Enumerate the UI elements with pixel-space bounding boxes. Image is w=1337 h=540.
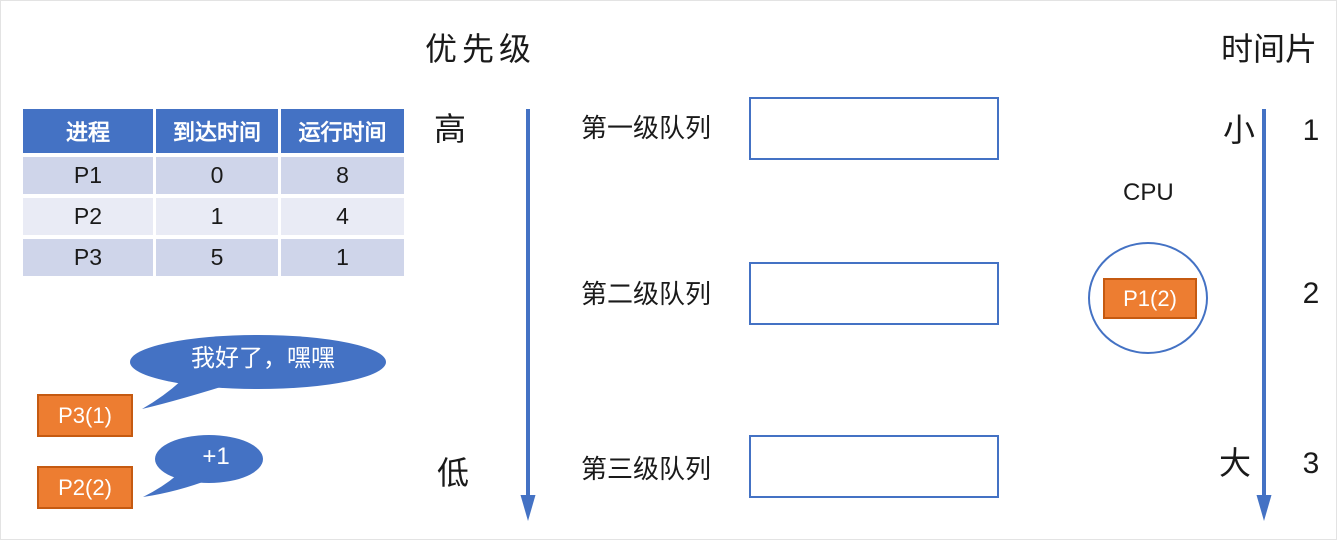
speech-bubble-icon bbox=[130, 335, 386, 409]
table-header-process: 进程 bbox=[23, 109, 153, 153]
queue-1-label: 第一级队列 bbox=[581, 113, 712, 143]
speech-bubble-small-icon bbox=[143, 435, 263, 497]
cpu-label: CPU bbox=[1123, 179, 1174, 206]
timeslice-value-1: 1 bbox=[1302, 114, 1320, 147]
table-cell-p3-run: 1 bbox=[281, 239, 404, 276]
cpu-running-process-chip: P1(2) bbox=[1103, 278, 1197, 319]
table-cell-p1-arrival: 0 bbox=[156, 157, 278, 194]
table-cell-p1-name: P1 bbox=[23, 157, 153, 194]
priority-arrow-down-icon bbox=[520, 109, 536, 521]
queue-3-box bbox=[749, 435, 999, 498]
table-cell-p1-run: 8 bbox=[281, 157, 404, 194]
queue-2-box bbox=[749, 262, 999, 325]
waiting-process-p3-chip: P3(1) bbox=[37, 394, 133, 437]
priority-axis-title: 优先级 bbox=[425, 31, 537, 67]
timeslice-value-3: 3 bbox=[1302, 447, 1320, 480]
timeslice-arrow-down-icon bbox=[1256, 109, 1272, 521]
queue-3-label: 第三级队列 bbox=[581, 454, 712, 484]
table-cell-p2-arrival: 1 bbox=[156, 198, 278, 235]
speech-bubble-text: 我好了，嘿嘿 bbox=[191, 345, 335, 372]
table-cell-p2-name: P2 bbox=[23, 198, 153, 235]
priority-low-label: 低 bbox=[437, 455, 470, 491]
priority-high-label: 高 bbox=[434, 111, 467, 147]
table-cell-p3-arrival: 5 bbox=[156, 239, 278, 276]
speech-bubble-small-text: +1 bbox=[202, 443, 230, 470]
table-header-arrival-time: 到达时间 bbox=[156, 109, 278, 153]
timeslice-large-label: 大 bbox=[1219, 445, 1252, 481]
timeslice-axis-title: 时间片 bbox=[1221, 31, 1318, 67]
table-cell-p2-run: 4 bbox=[281, 198, 404, 235]
table-header-run-time: 运行时间 bbox=[281, 109, 404, 153]
table-cell-p3-name: P3 bbox=[23, 239, 153, 276]
waiting-process-p2-chip: P2(2) bbox=[37, 466, 133, 509]
timeslice-value-2: 2 bbox=[1302, 277, 1320, 310]
timeslice-small-label: 小 bbox=[1223, 112, 1256, 148]
queue-1-box bbox=[749, 97, 999, 160]
queue-2-label: 第二级队列 bbox=[581, 279, 712, 309]
process-table: 进程 到达时间 运行时间 P1 0 8 P2 1 4 P3 5 1 bbox=[23, 109, 404, 276]
